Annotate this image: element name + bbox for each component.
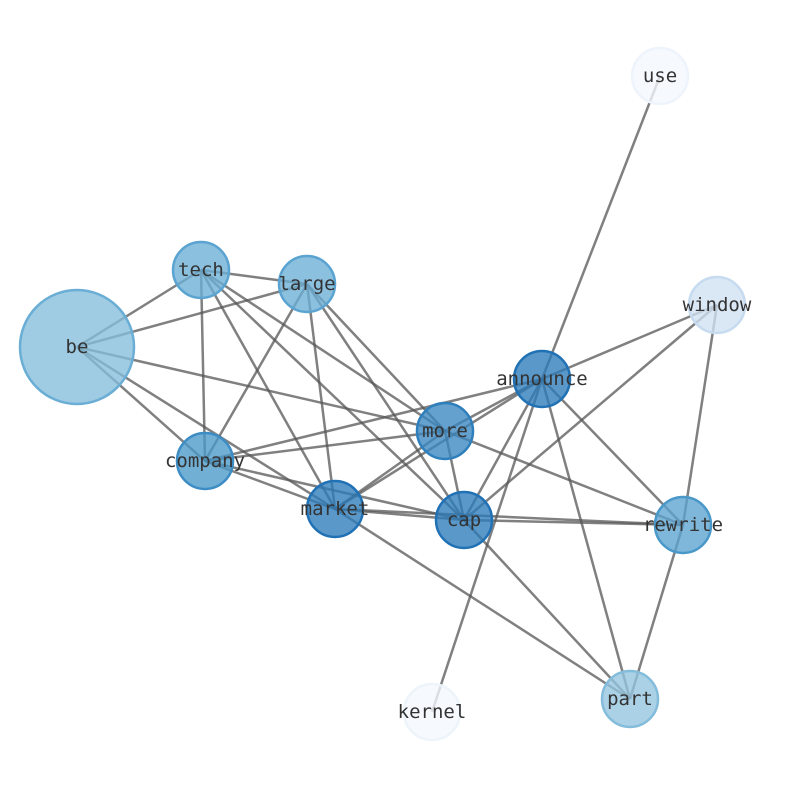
node-window: window: [683, 275, 752, 335]
node-label: part: [607, 688, 653, 710]
edge-announce-part: [540, 378, 632, 700]
node-circle: [277, 254, 337, 314]
edge-tech-market: [199, 269, 337, 510]
edge-announce-use: [540, 75, 662, 380]
node-label: be: [66, 336, 89, 358]
edge-tech-more: [200, 268, 446, 433]
node-label: company: [165, 450, 245, 472]
node-tech: tech: [171, 240, 231, 300]
node-label: use: [643, 65, 677, 87]
node-circle: [653, 495, 713, 555]
node-circle: [171, 240, 231, 300]
node-label: kernel: [398, 701, 467, 723]
node-circle: [402, 682, 462, 742]
edge-large-cap: [305, 283, 466, 521]
node-be: be: [18, 288, 136, 406]
edge-cap-window: [463, 304, 718, 521]
edge-announce-window: [541, 303, 718, 381]
edge-market-rewrite: [334, 507, 684, 527]
edge-company-announce: [204, 377, 543, 463]
edge-cap-rewrite: [463, 518, 684, 527]
node-more: more: [415, 401, 475, 461]
node-label: rewrite: [643, 514, 723, 536]
node-large: large: [277, 254, 337, 314]
node-company: company: [165, 431, 245, 491]
edge-window-rewrite: [681, 304, 719, 526]
edge-market-part: [334, 507, 631, 701]
node-label: cap: [447, 509, 481, 531]
node-circle: [434, 490, 494, 550]
node-use: use: [630, 46, 690, 106]
node-rewrite: rewrite: [643, 495, 723, 555]
node-circle: [18, 288, 136, 406]
node-label: market: [301, 498, 370, 520]
edge-tech-company: [199, 269, 207, 462]
edge-large-company: [203, 283, 309, 462]
nodes: use tech large window be announce more company m…: [18, 46, 752, 742]
edge-large-more: [306, 283, 446, 432]
node-label: tech: [178, 259, 224, 281]
node-circle: [512, 349, 572, 409]
edge-more-rewrite: [444, 429, 684, 527]
node-cap: cap: [434, 490, 494, 550]
node-announce: announce: [496, 349, 588, 409]
edge-rewrite-part: [628, 524, 685, 700]
edge-announce-rewrite: [541, 378, 684, 526]
node-label: more: [422, 420, 468, 442]
node-circle: [415, 401, 475, 461]
node-label: window: [683, 294, 752, 316]
node-kernel: kernel: [398, 682, 467, 742]
node-circle: [175, 431, 235, 491]
node-label: large: [278, 273, 335, 295]
node-circle: [687, 275, 747, 335]
edge-cap-part: [463, 519, 631, 700]
node-circle: [305, 479, 365, 539]
node-label: announce: [496, 368, 588, 390]
edge-large-market: [305, 283, 337, 510]
node-part: part: [600, 669, 660, 729]
node-circle: [630, 46, 690, 106]
node-circle: [600, 669, 660, 729]
edge-tech-cap: [200, 269, 465, 521]
node-market: market: [301, 479, 370, 539]
edges: [76, 75, 719, 713]
edge-company-more: [204, 429, 446, 463]
